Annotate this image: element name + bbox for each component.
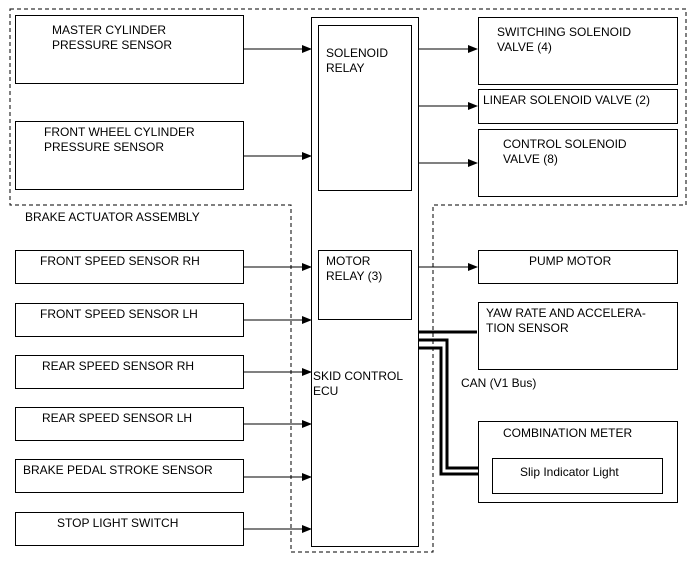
pump-motor-label: PUMP MOTOR — [529, 254, 612, 268]
rear-speed-lh-label: REAR SPEED SENSOR LH — [42, 411, 193, 425]
front-wheel-cylinder-label: FRONT WHEEL CYLINDER PRESSURE SENSOR — [44, 125, 195, 154]
slip-indicator-label: Slip Indicator Light — [520, 465, 619, 479]
rear-speed-rh-label: REAR SPEED SENSOR RH — [42, 359, 195, 373]
motor-relay-box: MOTOR RELAY (3) — [318, 250, 412, 320]
switching-solenoid-box: SWITCHING SOLENOID VALVE (4) — [478, 17, 678, 85]
switching-solenoid-label: SWITCHING SOLENOID VALVE (4) — [497, 25, 632, 54]
stop-light-switch-label: STOP LIGHT SWITCH — [57, 516, 179, 530]
front-speed-rh-box: FRONT SPEED SENSOR RH — [15, 250, 244, 284]
front-speed-lh-label: FRONT SPEED SENSOR LH — [40, 307, 198, 321]
rear-speed-rh-box: REAR SPEED SENSOR RH — [15, 355, 244, 389]
brake-actuator-assembly-outline — [9, 8, 687, 553]
can-bus-lines — [419, 330, 492, 476]
control-solenoid-box: CONTROL SOLENOID VALVE (8) — [478, 129, 678, 197]
brake-actuator-assembly-label: BRAKE ACTUATOR ASSEMBLY — [25, 210, 200, 224]
brake-pedal-stroke-box: BRAKE PEDAL STROKE SENSOR — [15, 459, 244, 493]
yaw-rate-sensor-box: YAW RATE AND ACCELERA- TION SENSOR — [478, 302, 678, 370]
stop-light-switch-box: STOP LIGHT SWITCH — [15, 512, 244, 546]
master-cylinder-box: MASTER CYLINDER PRESSURE SENSOR — [15, 15, 244, 84]
front-wheel-cylinder-box: FRONT WHEEL CYLINDER PRESSURE SENSOR — [15, 121, 244, 190]
control-solenoid-label: CONTROL SOLENOID VALVE (8) — [503, 137, 627, 166]
motor-relay-label: MOTOR RELAY (3) — [326, 254, 383, 283]
combination-meter-label: COMBINATION METER — [503, 426, 633, 440]
master-cylinder-label: MASTER CYLINDER PRESSURE SENSOR — [52, 23, 173, 52]
linear-solenoid-label: LINEAR SOLENOID VALVE (2) — [483, 93, 650, 107]
solenoid-relay-label: SOLENOID RELAY — [326, 46, 389, 75]
can-bus-label: CAN (V1 Bus) — [461, 376, 537, 390]
linear-solenoid-box: LINEAR SOLENOID VALVE (2) — [478, 89, 678, 124]
yaw-rate-sensor-label: YAW RATE AND ACCELERA- TION SENSOR — [486, 306, 646, 335]
skid-control-ecu-label: SKID CONTROL ECU — [313, 369, 404, 398]
pump-motor-box: PUMP MOTOR — [478, 250, 678, 284]
front-speed-rh-label: FRONT SPEED SENSOR RH — [40, 254, 200, 268]
solenoid-relay-box: SOLENOID RELAY — [318, 25, 412, 191]
brake-pedal-stroke-label: BRAKE PEDAL STROKE SENSOR — [23, 463, 213, 477]
front-speed-lh-box: FRONT SPEED SENSOR LH — [15, 303, 244, 337]
slip-indicator-box: Slip Indicator Light — [492, 458, 663, 494]
rear-speed-lh-box: REAR SPEED SENSOR LH — [15, 407, 244, 441]
